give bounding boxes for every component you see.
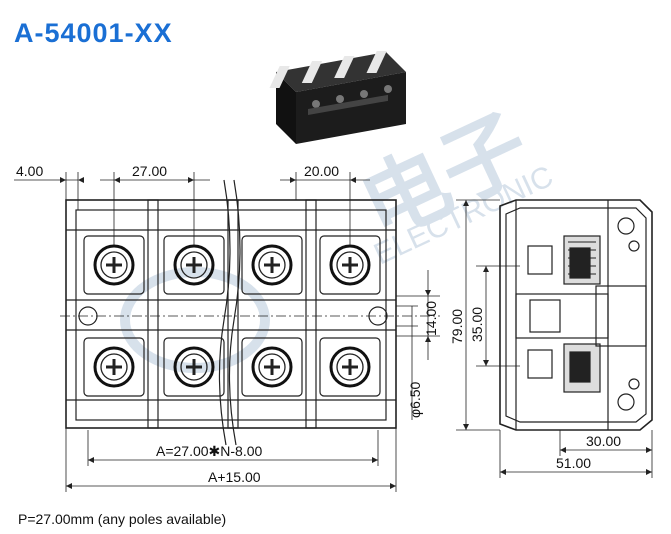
part-number-title: A-54001-XX: [14, 18, 173, 48]
front-view: [14, 172, 440, 492]
dim-screw-spacing: 14.00: [423, 301, 439, 336]
dim-hole-dia: φ6.50: [407, 381, 423, 418]
dim-depth-inner: 30.00: [586, 433, 621, 449]
dim-height: 79.00: [449, 309, 465, 344]
dim-total-length: A+15.00: [208, 469, 261, 485]
dim-depth-total: 51.00: [556, 455, 591, 471]
dim-inner-height: 35.00: [469, 307, 485, 342]
footnote: P=27.00mm (any poles available): [18, 511, 227, 527]
screw-heads: [93, 244, 371, 388]
dim-inner-length: A=27.00✱N-8.00: [156, 443, 263, 459]
dim-right-pitch: 20.00: [304, 163, 339, 179]
side-view: [456, 199, 653, 478]
dim-pitch: 27.00: [132, 163, 167, 179]
dim-edge-offset: 4.00: [16, 163, 43, 179]
